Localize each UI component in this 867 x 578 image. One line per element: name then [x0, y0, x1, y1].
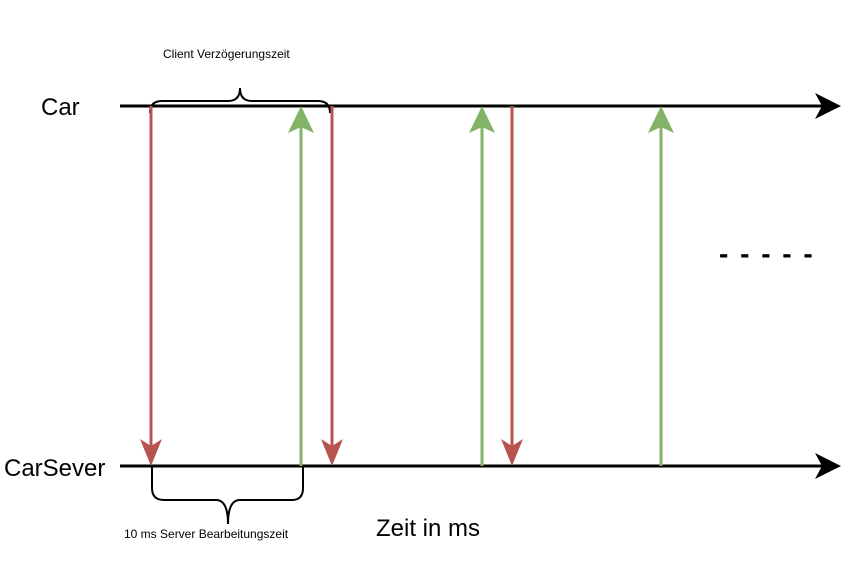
carserver-lane-label: CarSever	[4, 455, 106, 482]
client-delay-brace	[149, 87, 331, 114]
response-arrow	[648, 106, 674, 466]
carserver-timeline	[120, 453, 841, 479]
time-axis-caption: Zeit in ms	[376, 515, 481, 542]
client-delay-label: Client Verzögerungszeit	[163, 47, 290, 61]
server-processing-brace	[151, 466, 304, 525]
car-timeline	[120, 93, 841, 119]
server-processing-label: 10 ms Server Bearbeitungszeit	[124, 527, 289, 541]
car-lane-label: Car	[41, 94, 80, 121]
response-arrow	[469, 106, 495, 466]
response-arrow	[288, 106, 314, 466]
request-arrow	[321, 106, 343, 466]
request-arrow	[140, 106, 162, 466]
continuation-dashes: - - - - -	[719, 238, 815, 269]
request-arrow	[501, 106, 523, 466]
timeline-arrowhead	[815, 93, 841, 119]
timeline-arrowhead	[815, 453, 841, 479]
